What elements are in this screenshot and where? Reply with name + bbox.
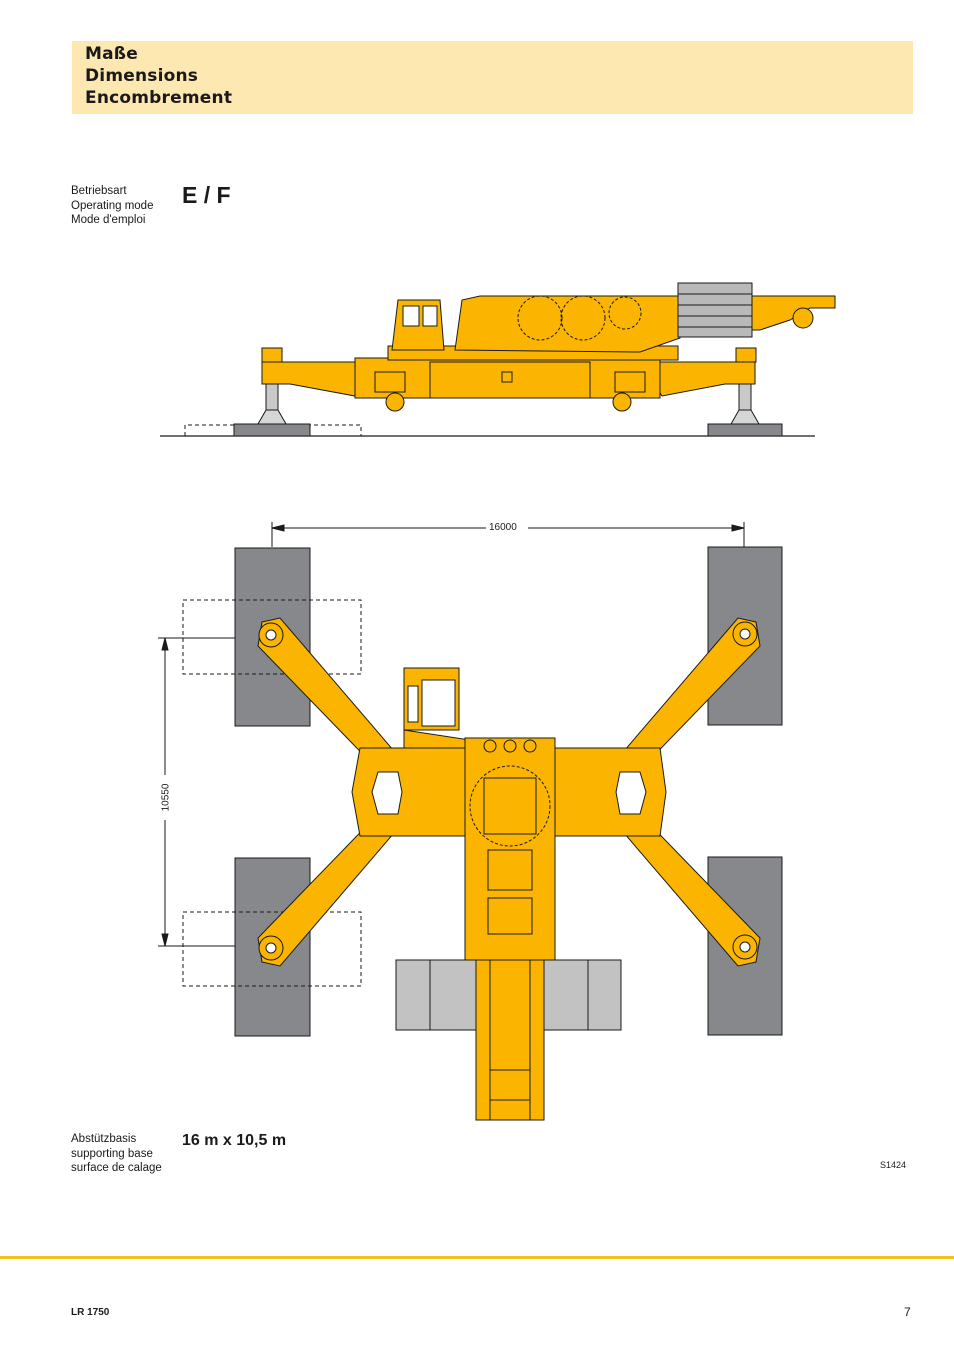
operating-mode-label-fr: Mode d'emploi [71,214,146,226]
page-number: 7 [904,1305,911,1319]
supporting-base-label-fr: surface de calage [71,1162,162,1174]
supporting-base-labels: Abstützbasis supporting base surface de … [71,1132,162,1176]
operating-mode-label-de: Betriebsart [71,185,127,197]
footer-model: LR 1750 [71,1307,110,1318]
drawing-code: S1424 [880,1160,907,1170]
operating-mode-label-en: Operating mode [71,199,154,212]
dim-width-label: 16000 [487,522,519,533]
operating-mode-labels: Betriebsart Operating mode Mode d'emploi [71,184,153,228]
top-view-drawing [158,522,783,1121]
header-title-en: Dimensions [85,66,199,86]
header-banner: Maße Dimensions Encombrement [72,41,913,114]
operating-mode-value: E / F [182,182,231,208]
supporting-base-value: 16 m x 10,5 m [182,1132,287,1149]
footer-rule [0,1256,954,1259]
header-title-fr: Encombrement [85,88,233,108]
dim-length-label: 10550 [160,781,172,814]
side-view-drawing [160,282,836,437]
supporting-base-label-de: Abstützbasis [71,1133,137,1145]
supporting-base-label-en: supporting base [71,1147,153,1160]
header-title-de: Maße [85,44,138,64]
